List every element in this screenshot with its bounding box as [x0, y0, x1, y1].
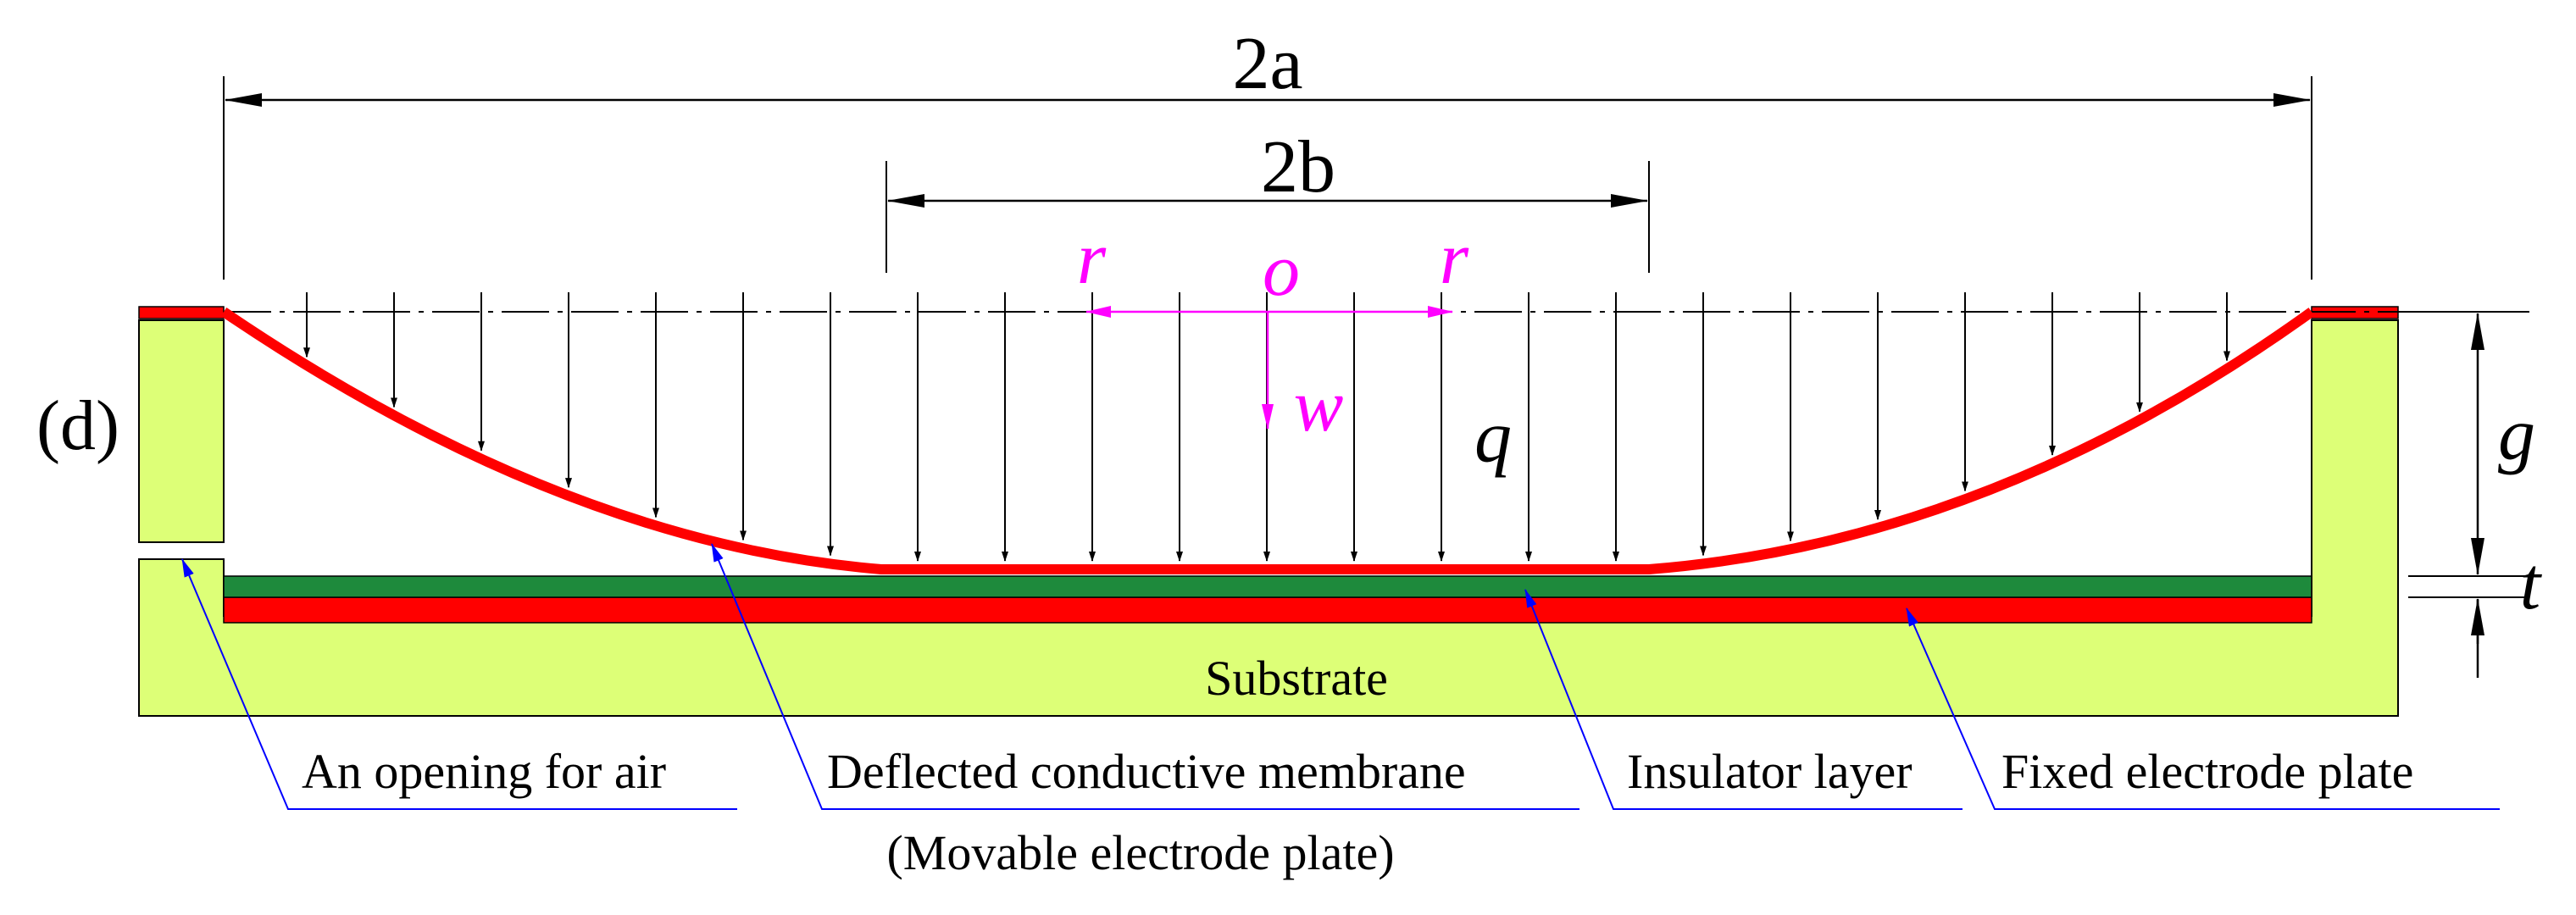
dimension-2b: 2b	[886, 126, 1650, 273]
gap-label: g	[2498, 394, 2535, 476]
membrane-label-line2: (Movable electrode plate)	[886, 825, 1394, 880]
leader-opening	[181, 558, 737, 810]
leader-fixed-plate	[1906, 607, 2500, 810]
deflection-label: w	[1294, 365, 1344, 447]
dimension-2a: 2a	[223, 23, 2312, 280]
coordinate-axes: o r r w	[1077, 218, 1469, 447]
insulator-label: Insulator layer	[1627, 744, 1913, 799]
load-label: q	[1474, 396, 1512, 479]
fixed-electrode-plate	[223, 596, 2312, 624]
opening-label: An opening for air	[302, 744, 666, 799]
thickness-label: t	[2520, 543, 2543, 625]
fixed-plate-label: Fixed electrode plate	[2001, 744, 2413, 799]
insulator-layer	[223, 575, 2312, 598]
radial-right-label: r	[1440, 218, 1469, 300]
radial-left-label: r	[1077, 218, 1107, 300]
substrate-left-upper-wall	[138, 319, 225, 543]
membrane-label-line1: Deflected conductive membrane	[827, 744, 1466, 799]
dimension-2b-label: 2b	[1261, 126, 1335, 208]
membrane-anchor-left	[138, 306, 225, 319]
substrate-label: Substrate	[1205, 651, 1388, 706]
panel-label: (d)	[36, 386, 119, 465]
leader-lines	[181, 543, 2500, 810]
origin-label: o	[1263, 230, 1300, 312]
leader-membrane	[711, 543, 1579, 810]
dimension-2a-label: 2a	[1232, 23, 1302, 105]
leader-insulator	[1524, 589, 1963, 810]
deflected-membrane	[220, 308, 2315, 574]
pressure-load-arrows	[303, 292, 2230, 562]
dimension-g-t: g t	[2408, 311, 2543, 678]
